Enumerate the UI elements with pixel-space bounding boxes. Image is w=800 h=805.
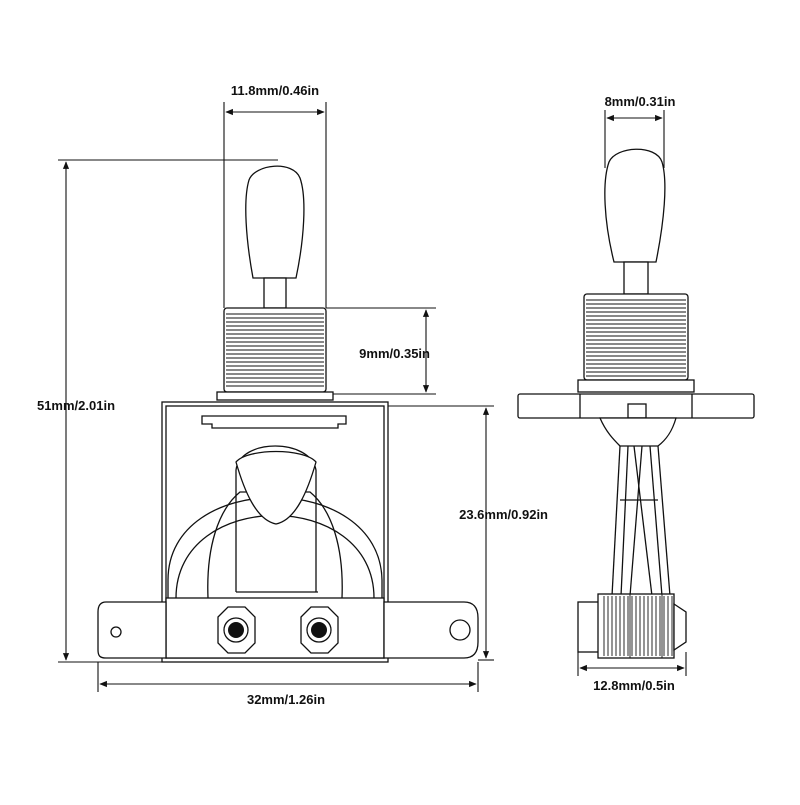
front-right-tab xyxy=(383,601,479,659)
side-connector xyxy=(577,593,687,659)
side-neck xyxy=(599,417,677,447)
front-terminal-left xyxy=(217,606,256,654)
front-view xyxy=(97,165,479,663)
front-toggle-tip xyxy=(245,165,305,279)
side-threaded-bushing xyxy=(583,293,689,381)
front-washer xyxy=(216,391,334,401)
label-side-width: 12.8mm/0.5in xyxy=(593,678,675,693)
label-tip-width-side: 8mm/0.31in xyxy=(605,94,676,109)
front-left-tab xyxy=(97,601,167,659)
front-switch-body xyxy=(161,401,389,663)
label-body-height: 23.6mm/0.92in xyxy=(459,507,548,522)
label-body-width: 32mm/1.26in xyxy=(247,692,325,707)
side-leads xyxy=(611,445,671,597)
label-tip-width: 11.8mm/0.46in xyxy=(231,83,319,98)
side-view xyxy=(517,148,755,659)
side-washer xyxy=(577,379,695,393)
dimension-lines xyxy=(58,102,687,692)
label-bushing-height: 9mm/0.35in xyxy=(359,346,430,361)
side-toggle-tip xyxy=(604,148,666,263)
front-left-tab-hole xyxy=(110,626,122,638)
front-right-tab-hole xyxy=(449,619,471,641)
side-toggle-lever xyxy=(623,261,649,295)
front-terminal-right xyxy=(300,606,339,654)
side-mounting-plate xyxy=(517,393,755,419)
front-toggle-lever xyxy=(263,277,287,309)
front-threaded-bushing xyxy=(223,307,327,393)
label-total-height: 51mm/2.01in xyxy=(37,398,115,413)
